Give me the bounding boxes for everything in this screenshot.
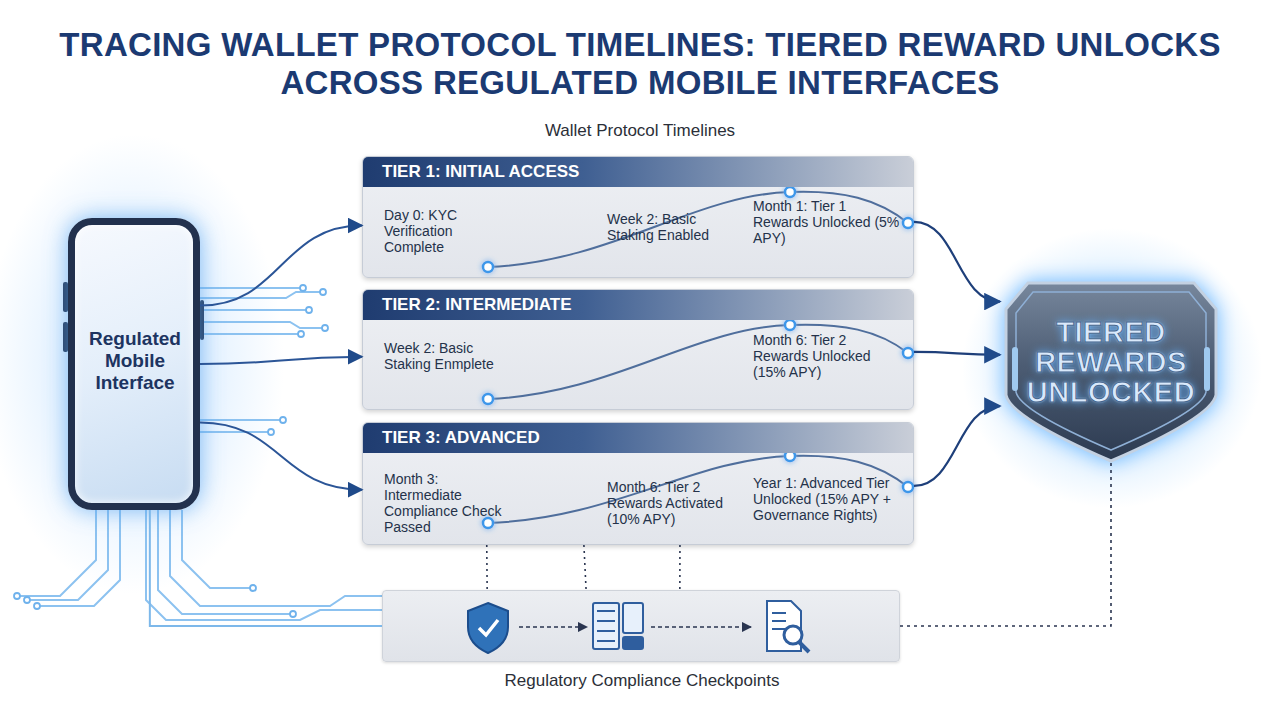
circuit-trace — [200, 287, 300, 289]
circuit-trace — [200, 292, 320, 298]
shield-glow — [962, 228, 1262, 508]
server-slot — [597, 630, 615, 632]
circuit-trace — [146, 510, 382, 620]
tier-band: TIER 3: ADVANCED Month 3: Intermediate Co… — [362, 422, 914, 545]
shield-body — [1006, 283, 1216, 461]
server-panel — [623, 603, 643, 633]
circuit-pad — [34, 603, 40, 609]
circuit-trace — [200, 333, 298, 335]
interface-label: Regulated Mobile Interface — [79, 328, 191, 394]
server-slot — [597, 610, 615, 612]
connector — [200, 422, 362, 489]
shield-check-icon — [468, 603, 508, 653]
milestone-dot — [483, 262, 493, 272]
milestone-dot — [483, 518, 493, 528]
server-display — [623, 637, 643, 649]
connector — [914, 352, 1000, 355]
tier-heading: TIER 2: INTERMEDIATE — [363, 290, 913, 320]
shield-bar — [1204, 347, 1210, 391]
circuit-trace — [182, 510, 250, 588]
timeline-curve — [488, 192, 908, 267]
milestone-text: Week 2: Basic Staking Enabled — [607, 211, 727, 243]
circuit-trace — [200, 309, 306, 311]
circuit-trace — [158, 510, 290, 614]
audit-icon — [767, 601, 809, 652]
circuit-trace — [200, 419, 280, 421]
server-icon — [593, 603, 643, 649]
document-sheet — [767, 601, 801, 651]
milestone-text: Month 3: Intermediate Compliance Check P… — [384, 471, 502, 535]
reward-shield: TIERED REWARDS UNLOCKED — [1000, 275, 1222, 465]
circuit-pad — [306, 307, 312, 313]
magnifier-handle — [799, 642, 809, 652]
connector — [900, 459, 1111, 626]
server-slot — [597, 640, 615, 642]
milestone-dot — [903, 482, 913, 492]
circuit-pad — [268, 429, 274, 435]
milestone-text: Week 2: Basic Staking Enmplete — [384, 340, 504, 372]
compliance-panel: Regulatory Compliance Checkpoints — [382, 590, 900, 662]
connector — [200, 357, 362, 364]
circuit-trace — [20, 510, 96, 596]
phone-button — [200, 300, 204, 340]
circuit-pad — [280, 417, 286, 423]
tier-band: TIER 2: INTERMEDIATE Week 2: Basic Stakin… — [362, 289, 914, 410]
circuit-pad — [250, 585, 256, 591]
checkpoint-icons — [383, 591, 901, 663]
circuit-pad — [14, 593, 20, 599]
milestone-text: Month 6: Tier 2 Rewards Activated (10% A… — [607, 479, 732, 527]
tier-heading: TIER 3: ADVANCED — [363, 423, 913, 453]
document-line — [772, 612, 786, 614]
mobile-interface: Regulated Mobile Interface — [68, 218, 200, 510]
circuit-pad — [320, 289, 326, 295]
diagram-title: TRACING WALLET PROTOCOL TIMELINES: TIERE… — [40, 26, 1240, 102]
server-slot — [597, 620, 615, 622]
tier-band: TIER 1: INITIAL ACCESS Day 0: KYC Verific… — [362, 156, 914, 278]
tier-heading: TIER 1: INITIAL ACCESS — [363, 157, 913, 187]
server-rack — [593, 603, 619, 649]
circuit-pad — [300, 285, 306, 291]
document-line — [772, 628, 786, 630]
connector — [150, 510, 382, 626]
shield-icon — [468, 603, 508, 653]
circuit-pad — [322, 325, 328, 331]
milestone-text: Month 1: Tier 1 Rewards Unlocked (5% APY… — [753, 198, 903, 246]
shield-rim — [1016, 292, 1206, 450]
circuit-trace — [30, 510, 108, 600]
connector — [584, 545, 586, 590]
flow-arrow — [651, 626, 751, 628]
shield-label: TIERED REWARDS UNLOCKED — [1016, 317, 1206, 407]
magnifier-lens — [784, 626, 802, 644]
check-mark — [479, 620, 498, 635]
circuit-pad — [298, 331, 304, 337]
milestone-dot — [785, 187, 795, 197]
section-label: Wallet Protocol Timelines — [340, 121, 940, 141]
circuit-trace — [200, 431, 268, 433]
circuit-pad — [290, 611, 296, 617]
shield-bar — [1012, 347, 1018, 391]
timeline-curve — [488, 325, 908, 399]
document-line — [772, 620, 786, 622]
milestone-text: Month 6: Tier 2 Rewards Unlocked (15% AP… — [753, 332, 903, 380]
milestone-text: Day 0: KYC Verification Complete — [384, 207, 504, 255]
milestone-dot — [483, 394, 493, 404]
circuit-pad — [24, 597, 30, 603]
flow-arrow — [519, 626, 587, 628]
milestone-dot — [785, 320, 795, 330]
connector — [200, 226, 362, 306]
circuit-trace — [40, 510, 120, 606]
circuit-trace — [170, 510, 382, 606]
connector — [486, 545, 488, 590]
panel-heading: Regulatory Compliance Checkpoints — [383, 671, 901, 691]
connector — [914, 222, 1000, 302]
milestone-text: Year 1: Advanced Tier Unlocked (15% APY … — [753, 475, 908, 523]
milestone-dot — [903, 218, 913, 228]
connector — [679, 545, 681, 590]
milestone-dot — [903, 348, 913, 358]
phone-glow — [0, 134, 284, 594]
connector — [914, 406, 1000, 486]
circuit-trace — [200, 322, 322, 328]
